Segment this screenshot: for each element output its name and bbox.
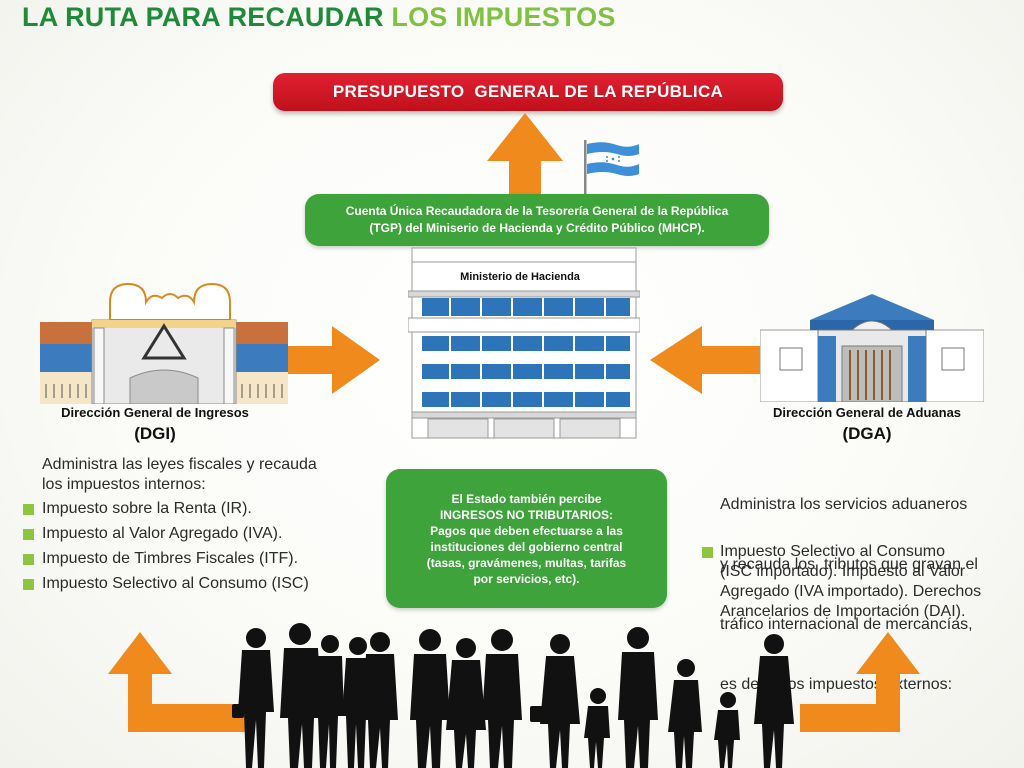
dgi-desc-line-1: Administra las leyes fiscales y recauda xyxy=(42,456,317,473)
up-arrow-icon xyxy=(487,113,563,199)
bullet-icon xyxy=(23,504,34,515)
non-tax-line-3: Pagos que deben efectuarse a las xyxy=(430,523,623,538)
list-item-label: Impuesto al Valor Agregado (IVA). xyxy=(42,525,283,542)
right-arrow-icon xyxy=(288,326,380,394)
infographic-title: LA RUTA PARA RECAUDAR LOS IMPUESTOS xyxy=(22,2,616,33)
budget-banner: PRESUPUESTO GENERAL DE LA REPÚBLICA xyxy=(273,73,783,111)
dgi-building-icon xyxy=(40,282,288,404)
dga-desc-line-2: y recauda los tributos que gravan el xyxy=(720,556,978,573)
treasury-line-2: (TGP) del Miniserio de Hacienda y Crédit… xyxy=(369,221,705,235)
non-tax-revenue-box: El Estado también percibe INGRESOS NO TR… xyxy=(386,469,667,608)
dga-item-line-3: Agregado (IVA importado). Derechos xyxy=(720,583,982,600)
people-silhouettes-icon xyxy=(232,623,794,768)
up-arrow-left-icon xyxy=(108,632,248,732)
bullet-icon xyxy=(702,547,713,558)
list-item: Impuesto Selectivo al Consumo (ISC) xyxy=(22,571,362,596)
dga-item-line-1: Impuesto Selectivo al Consumo xyxy=(720,543,945,560)
budget-label: PRESUPUESTO GENERAL DE LA REPÚBLICA xyxy=(332,82,724,101)
bullet-icon xyxy=(23,529,34,540)
dgi-name: Dirección General de Ingresos xyxy=(61,405,249,420)
bullet-icon xyxy=(23,554,34,565)
dga-desc-line-3: tráfico internacional de mercancías, xyxy=(720,616,973,633)
title-part-1: LA RUTA PARA RECAUDAR xyxy=(22,2,384,32)
list-item-label: Impuesto sobre la Renta (IR). xyxy=(42,500,252,517)
dga-abbr: (DGA) xyxy=(842,424,892,443)
dgi-description: Administra las leyes fiscales y recauda … xyxy=(42,455,362,495)
non-tax-line-2: INGRESOS NO TRIBUTARIOS: xyxy=(439,507,614,522)
title-part-2: LOS IMPUESTOS xyxy=(391,2,616,32)
non-tax-line-5: (tasas, gravámenes, multas, tarifas xyxy=(426,555,627,570)
list-item-label: Impuesto de Timbres Fiscales (ITF). xyxy=(42,550,299,567)
treasury-line-1: Cuenta Única Recaudadora de la Tesorería… xyxy=(345,204,729,218)
list-item: Impuesto de Timbres Fiscales (ITF). xyxy=(22,546,362,571)
bullet-icon xyxy=(23,579,34,590)
list-item: Impuesto sobre la Renta (IR). xyxy=(22,496,362,521)
non-tax-line-1: El Estado también percibe xyxy=(451,491,602,506)
dgi-tax-list: Impuesto sobre la Renta (IR). Impuesto a… xyxy=(22,496,362,596)
up-arrow-right-icon xyxy=(800,632,920,732)
left-arrow-icon xyxy=(650,326,762,394)
ministry-building-icon xyxy=(408,247,640,439)
non-tax-line-6: por servicios, etc). xyxy=(473,571,580,586)
list-item-label: Impuesto Selectivo al Consumo (ISC) xyxy=(42,575,309,592)
dga-item-line-2: (ISC importado). Impuesto al Valor xyxy=(720,563,966,580)
non-tax-line-4: instituciones del gobierno central xyxy=(430,539,623,554)
flag-icon xyxy=(584,140,639,196)
dga-tax-list: Impuesto Selectivo al Consumo (ISC impor… xyxy=(720,542,1020,622)
dgi-desc-line-2: los impuestos internos: xyxy=(42,476,206,493)
ministry-label: Ministerio de Hacienda xyxy=(460,271,580,283)
list-item: Impuesto al Valor Agregado (IVA). xyxy=(22,521,362,546)
treasury-account-box: Cuenta Única Recaudadora de la Tesorería… xyxy=(305,194,769,246)
dga-name: Dirección General de Aduanas xyxy=(772,405,962,420)
dga-item-line-4: Arancelarios de Importación (DAI). xyxy=(720,603,966,620)
dga-building-icon xyxy=(760,294,984,402)
dgi-abbr: (DGI) xyxy=(134,424,176,443)
dga-desc-line-1: Administra los servicios aduaneros xyxy=(720,496,968,513)
